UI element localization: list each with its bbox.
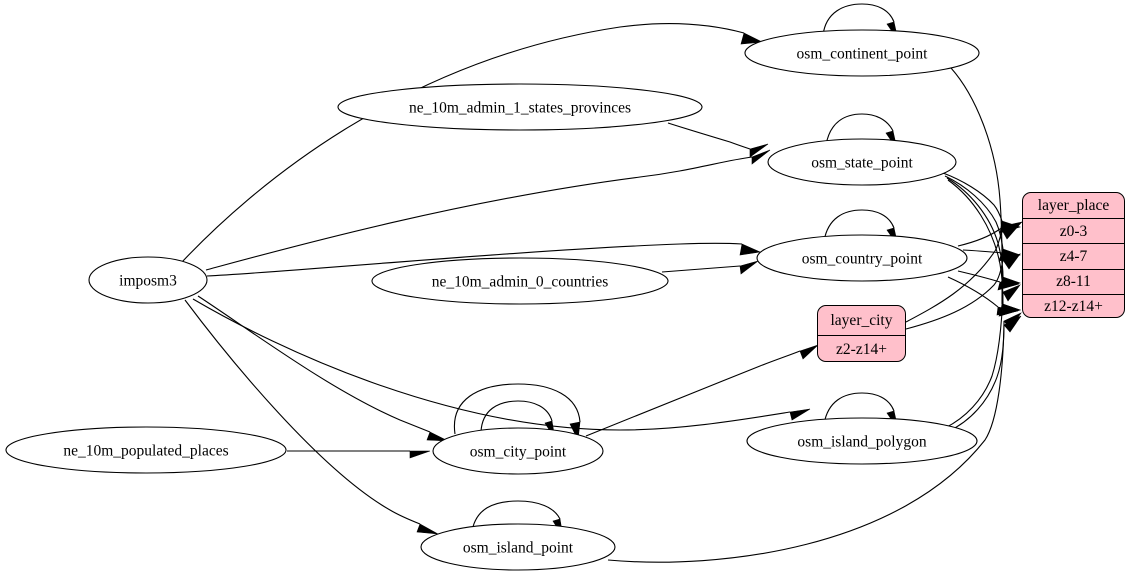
record-row-layer-place-title: layer_place (1037, 196, 1110, 214)
node-ne_10m_admin_0_countries[interactable]: ne_10m_admin_0_countries (371, 257, 669, 305)
edge-osm_country_point-to-layer_place-z0-3 (957, 221, 1023, 247)
record-row-z0-3[interactable]: z0-3 (1023, 218, 1124, 243)
node-label-ne_10m_populated_places: ne_10m_populated_places (63, 443, 228, 460)
record-node-layer-place[interactable]: layer_place z0-3 z4-7 z8-11 z12-z14+ (1022, 192, 1125, 318)
edge-osm_continent_point-to-layer_place-z12 (950, 67, 1021, 317)
edge-imposm3-to-osm_continent_point (181, 23, 764, 263)
node-osm_island_polygon[interactable]: osm_island_polygon (746, 417, 978, 465)
edge-ne_admin_0_countries-to-osm_country_point (661, 260, 759, 275)
node-label-osm_city_point: osm_city_point (470, 444, 567, 461)
node-osm_island_point[interactable]: osm_island_point (420, 523, 616, 571)
node-label-osm_island_polygon: osm_island_polygon (797, 434, 926, 451)
edge-ne_states_provinces-to-osm_state_point (667, 122, 769, 158)
node-label-osm_state_point: osm_state_point (811, 155, 913, 172)
node-osm_continent_point[interactable]: osm_continent_point (744, 29, 980, 77)
record-row-z12-z14plus[interactable]: z12-z14+ (1023, 293, 1124, 317)
record-row-layer-city-title: layer_city (830, 311, 893, 329)
node-osm_state_point[interactable]: osm_state_point (767, 138, 957, 186)
edges-layer (181, 3, 1023, 563)
edge-imposm3-to-osm_island_point (184, 299, 439, 535)
edge-imposm3-to-osm_state_point (205, 149, 771, 271)
node-label-osm_continent_point: osm_continent_point (797, 46, 929, 63)
nodes-layer: imposm3 ne_10m_admin_1_states_provinces … (5, 29, 980, 571)
edge-osm_island_polygon-to-layer_place-z8-11 (944, 284, 1021, 429)
node-label-ne_10m_admin_1_states_provinces: ne_10m_admin_1_states_provinces (409, 100, 631, 117)
node-osm_country_point[interactable]: osm_country_point (756, 234, 968, 282)
record-node-layer-city[interactable]: layer_city z2-z14+ (817, 305, 906, 362)
edge-ne_populated_places-to-osm_city_point (287, 450, 431, 459)
node-ne_10m_populated_places[interactable]: ne_10m_populated_places (5, 426, 287, 474)
record-row-z8-11[interactable]: z8-11 (1023, 268, 1124, 294)
edge-osm_city_point-to-layer_city (585, 344, 819, 437)
node-label-imposm3: imposm3 (119, 273, 177, 290)
edge-imposm3-to-osm_country_point (206, 242, 762, 277)
edge-osm_country_point-to-layer_place-z8-11 (957, 270, 1020, 291)
edge-layer_city-to-layer_place-z0-3 (905, 223, 1021, 323)
node-label-osm_island_point: osm_island_point (463, 540, 574, 557)
node-osm_city_point[interactable]: osm_city_point (432, 427, 604, 475)
edge-imposm3-to-osm_city_point (197, 295, 449, 442)
record-row-z2-z14plus[interactable]: z2-z14+ (818, 334, 905, 362)
node-label-ne_10m_admin_0_countries: ne_10m_admin_0_countries (432, 274, 609, 291)
node-label-osm_country_point: osm_country_point (802, 251, 923, 268)
edge-osm_island_point-to-layer_place-z12 (607, 315, 1022, 563)
node-ne_10m_admin_1_states_provinces[interactable]: ne_10m_admin_1_states_provinces (337, 83, 703, 131)
edge-layer_city-to-layer_place-z4-7 (905, 253, 1021, 330)
edge-imposm3-to-osm_island_polygon (192, 298, 811, 431)
record-row-z4-7[interactable]: z4-7 (1023, 243, 1124, 268)
node-imposm3[interactable]: imposm3 (88, 256, 208, 304)
